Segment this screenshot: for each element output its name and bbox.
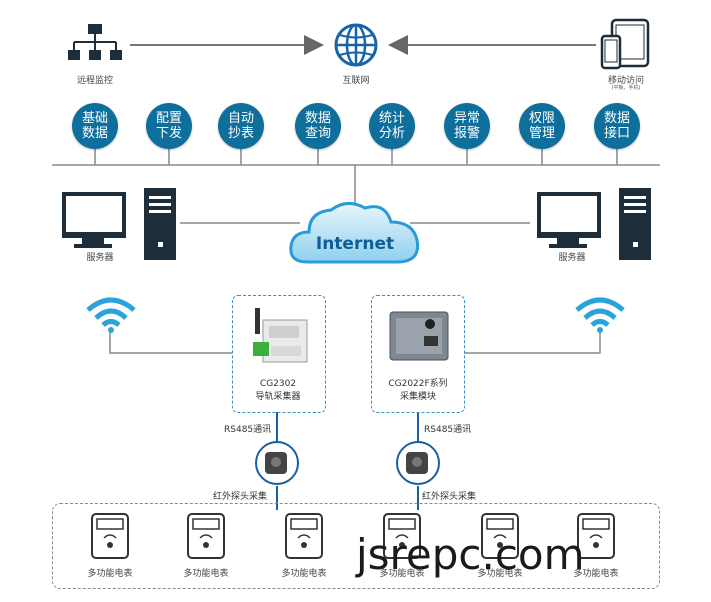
rail-collector-icon	[253, 308, 308, 363]
function-basic-data[interactable]: 基础数据	[72, 103, 118, 149]
remote-monitor-icon	[68, 24, 122, 60]
meter-4-label: 多功能电表	[379, 569, 425, 579]
function-data-interface[interactable]: 数据接口	[594, 103, 640, 149]
meters-group	[52, 503, 660, 589]
mobile-label: 移动访问	[607, 76, 645, 86]
mobile-sublabel: (平板、手机)	[611, 85, 641, 91]
tablet-phone-icon	[600, 18, 650, 70]
acquisition-module-icon	[389, 311, 449, 361]
server-right-icon	[537, 188, 651, 260]
cloud-label: Internet	[315, 234, 395, 254]
watermark-text: jsrepc.com	[356, 530, 585, 579]
meter-6-label: 多功能电表	[573, 569, 619, 579]
meter-3-label: 多功能电表	[281, 569, 327, 579]
collector-cg2302-box	[232, 295, 326, 413]
collector-cg2302-model: CG2302	[259, 379, 297, 389]
function-statistics[interactable]: 统计分析	[369, 103, 415, 149]
module-cg2022f-box	[371, 295, 465, 413]
module-cg2022f-model: CG2022F系列	[388, 379, 448, 389]
function-auto-reading[interactable]: 自动抄表	[218, 103, 264, 149]
meter-2-label: 多功能电表	[183, 569, 229, 579]
wifi-right-icon	[575, 297, 625, 333]
rs485-left-label: RS485通讯	[224, 425, 272, 435]
ir-left-label: 红外探头采集	[213, 492, 268, 502]
meter-1-label: 多功能电表	[87, 569, 133, 579]
meter-1-icon	[91, 513, 129, 559]
server-left-icon	[62, 188, 176, 260]
wifi-right-link	[464, 330, 601, 354]
rs485-right-label: RS485通讯	[424, 425, 472, 435]
server-right-label: 服务器	[558, 253, 586, 263]
cloud-icon	[289, 202, 420, 264]
function-config-dispatch[interactable]: 配置下发	[146, 103, 192, 149]
ir-probe-right-icon	[396, 441, 440, 485]
function-alarm[interactable]: 异常报警	[444, 103, 490, 149]
meter-5-label: 多功能电表	[477, 569, 523, 579]
meter-4-icon	[383, 513, 421, 559]
remote-monitor-label: 远程监控	[76, 76, 114, 86]
server-left-label: 服务器	[86, 253, 114, 263]
meter-6-icon	[577, 513, 615, 559]
function-permission[interactable]: 权限管理	[519, 103, 565, 149]
wifi-left-link	[109, 330, 232, 354]
function-data-query[interactable]: 数据查询	[295, 103, 341, 149]
internet-label: 互联网	[342, 76, 370, 86]
ir-right-label: 红外探头采集	[422, 492, 477, 502]
collector-cg2302-name: 导轨采集器	[255, 392, 301, 402]
ir-probe-left-icon	[255, 441, 299, 485]
meter-5-icon	[481, 513, 519, 559]
wifi-left-icon	[86, 297, 136, 333]
meter-3-icon	[285, 513, 323, 559]
meter-2-icon	[187, 513, 225, 559]
globe-icon	[334, 23, 378, 67]
module-cg2022f-name: 采集模块	[399, 392, 437, 402]
